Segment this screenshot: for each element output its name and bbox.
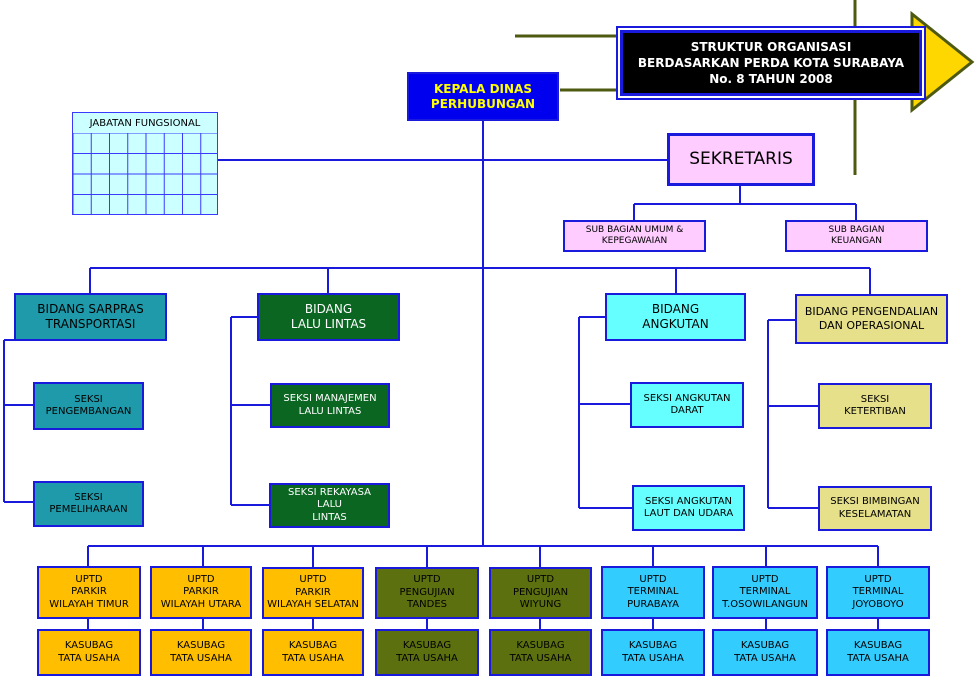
seksi-bimbingan-label: SEKSI BIMBINGAN KESELAMATAN <box>830 496 920 520</box>
jabatan-fungsional-label: JABATAN FUNGSIONAL <box>89 117 201 129</box>
sekretaris-label: SEKRETARIS <box>689 148 793 169</box>
jabatan-fungsional-box: JABATAN FUNGSIONAL <box>72 112 218 215</box>
bidang-pengendalian-label: BIDANG PENGENDALIAN DAN OPERASIONAL <box>804 305 939 332</box>
bidang-angkutan-box: BIDANG ANGKUTAN <box>605 293 746 341</box>
kasubag-terminal-osowilangun-label: KASUBAG TATA USAHA <box>734 640 796 664</box>
jabatan-fungsional-grid <box>73 133 217 215</box>
bidang-lalu-lintas-label: BIDANG LALU LINTAS <box>290 302 367 331</box>
kasubag-parkir-selatan-label: KASUBAG TATA USAHA <box>282 640 344 664</box>
kasubag-parkir-timur-box: KASUBAG TATA USAHA <box>37 629 141 676</box>
title-line-1: STRUKTUR ORGANISASI <box>690 39 852 54</box>
seksi-angkutan-darat-label: SEKSI ANGKUTAN DARAT <box>643 392 731 417</box>
seksi-ketertiban-label: SEKSI KETERTIBAN <box>844 393 906 418</box>
uptd-pengujian-wiyung-label: UPTD PENGUJIAN WIYUNG <box>512 574 569 611</box>
seksi-pengembangan-label: SEKSI PENGEMBANGAN <box>45 393 132 418</box>
uptd-terminal-purabaya-label: UPTD TERMINAL PURABAYA <box>627 573 679 610</box>
sub-bagian-keuangan-label: SUB BAGIAN KEUANGAN <box>828 224 885 246</box>
seksi-rekayasa-lalin-box: SEKSI REKAYASA LALU LINTAS <box>269 483 390 528</box>
uptd-pengujian-tandes-box: UPTD PENGUJIAN TANDES <box>375 567 479 619</box>
kasubag-pengujian-tandes-label: KASUBAG TATA USAHA <box>396 640 458 664</box>
seksi-ketertiban-box: SEKSI KETERTIBAN <box>818 383 932 429</box>
kasubag-pengujian-wiyung-label: KASUBAG TATA USAHA <box>509 640 572 664</box>
uptd-parkir-timur-label: UPTD PARKIR WILAYAH TIMUR <box>49 573 129 610</box>
sub-bagian-umum-box: SUB BAGIAN UMUM & KEPEGAWAIAN <box>563 220 706 252</box>
title-box: STRUKTUR ORGANISASI BERDASARKAN PERDA KO… <box>620 30 922 96</box>
bidang-angkutan-label: BIDANG ANGKUTAN <box>642 302 709 331</box>
seksi-bimbingan-box: SEKSI BIMBINGAN KESELAMATAN <box>818 486 932 531</box>
seksi-angkutan-darat-box: SEKSI ANGKUTAN DARAT <box>630 382 744 428</box>
kasubag-parkir-utara-box: KASUBAG TATA USAHA <box>150 629 252 676</box>
uptd-terminal-joyoboyo-label: UPTD TERMINAL JOYOBOYO <box>852 573 904 610</box>
uptd-pengujian-tandes-label: UPTD PENGUJIAN TANDES <box>399 574 455 611</box>
kepala-dinas-label: KEPALA DINAS PERHUBUNGAN <box>430 81 536 111</box>
uptd-parkir-timur-box: UPTD PARKIR WILAYAH TIMUR <box>37 566 141 619</box>
seksi-rekayasa-lalin-label: SEKSI REKAYASA LALU LINTAS <box>288 486 371 523</box>
seksi-angkutan-laut-box: SEKSI ANGKUTAN LAUT DAN UDARA <box>632 485 745 531</box>
bidang-pengendalian-box: BIDANG PENGENDALIAN DAN OPERASIONAL <box>795 294 948 344</box>
uptd-parkir-selatan-label: UPTD PARKIR WILAYAH SELATAN <box>267 574 359 611</box>
uptd-terminal-osowilangun-label: UPTD TERMINAL T.OSOWILANGUN <box>722 573 808 610</box>
seksi-manajemen-lalin-box: SEKSI MANAJEMEN LALU LINTAS <box>270 383 390 428</box>
kasubag-terminal-joyoboyo-label: KASUBAG TATA USAHA <box>847 640 909 664</box>
connectors <box>3 120 879 629</box>
seksi-manajemen-lalin-label: SEKSI MANAJEMEN LALU LINTAS <box>283 393 377 417</box>
sub-bagian-umum-label: SUB BAGIAN UMUM & KEPEGAWAIAN <box>585 224 684 246</box>
kasubag-terminal-purabaya-label: KASUBAG TATA USAHA <box>622 640 684 664</box>
kasubag-pengujian-wiyung-box: KASUBAG TATA USAHA <box>489 629 592 676</box>
uptd-pengujian-wiyung-box: UPTD PENGUJIAN WIYUNG <box>489 567 592 619</box>
kasubag-parkir-utara-label: KASUBAG TATA USAHA <box>170 640 232 664</box>
bidang-sarpras-label: BIDANG SARPRAS TRANSPORTASI <box>37 302 144 331</box>
uptd-terminal-purabaya-box: UPTD TERMINAL PURABAYA <box>601 566 705 619</box>
seksi-angkutan-laut-label: SEKSI ANGKUTAN LAUT DAN UDARA <box>643 495 734 520</box>
kasubag-parkir-timur-label: KASUBAG TATA USAHA <box>58 640 120 664</box>
bidang-lalu-lintas-box: BIDANG LALU LINTAS <box>257 293 400 341</box>
title-line-2: BERDASARKAN PERDA KOTA SURABAYA <box>637 55 905 70</box>
kasubag-pengujian-tandes-box: KASUBAG TATA USAHA <box>375 629 479 676</box>
seksi-pengembangan-box: SEKSI PENGEMBANGAN <box>33 382 144 430</box>
title-text: STRUKTUR ORGANISASI BERDASARKAN PERDA KO… <box>638 39 904 88</box>
uptd-parkir-utara-label: UPTD PARKIR WILAYAH UTARA <box>160 573 242 610</box>
kepala-dinas-box: KEPALA DINAS PERHUBUNGAN <box>407 72 559 121</box>
uptd-terminal-osowilangun-box: UPTD TERMINAL T.OSOWILANGUN <box>712 566 818 619</box>
title-line-3: No. 8 TAHUN 2008 <box>709 72 833 87</box>
kasubag-terminal-purabaya-box: KASUBAG TATA USAHA <box>601 629 705 676</box>
kasubag-terminal-joyoboyo-box: KASUBAG TATA USAHA <box>826 629 930 676</box>
seksi-pemeliharaan-box: SEKSI PEMELIHARAAN <box>33 481 144 527</box>
seksi-pemeliharaan-label: SEKSI PEMELIHARAAN <box>49 491 128 516</box>
sub-bagian-keuangan-box: SUB BAGIAN KEUANGAN <box>785 220 928 252</box>
uptd-parkir-selatan-box: UPTD PARKIR WILAYAH SELATAN <box>262 567 364 619</box>
uptd-parkir-utara-box: UPTD PARKIR WILAYAH UTARA <box>150 566 252 619</box>
uptd-terminal-joyoboyo-box: UPTD TERMINAL JOYOBOYO <box>826 566 930 619</box>
kasubag-terminal-osowilangun-box: KASUBAG TATA USAHA <box>712 629 818 676</box>
bidang-sarpras-box: BIDANG SARPRAS TRANSPORTASI <box>14 293 167 341</box>
sekretaris-box: SEKRETARIS <box>667 133 815 186</box>
kasubag-parkir-selatan-box: KASUBAG TATA USAHA <box>262 629 364 676</box>
